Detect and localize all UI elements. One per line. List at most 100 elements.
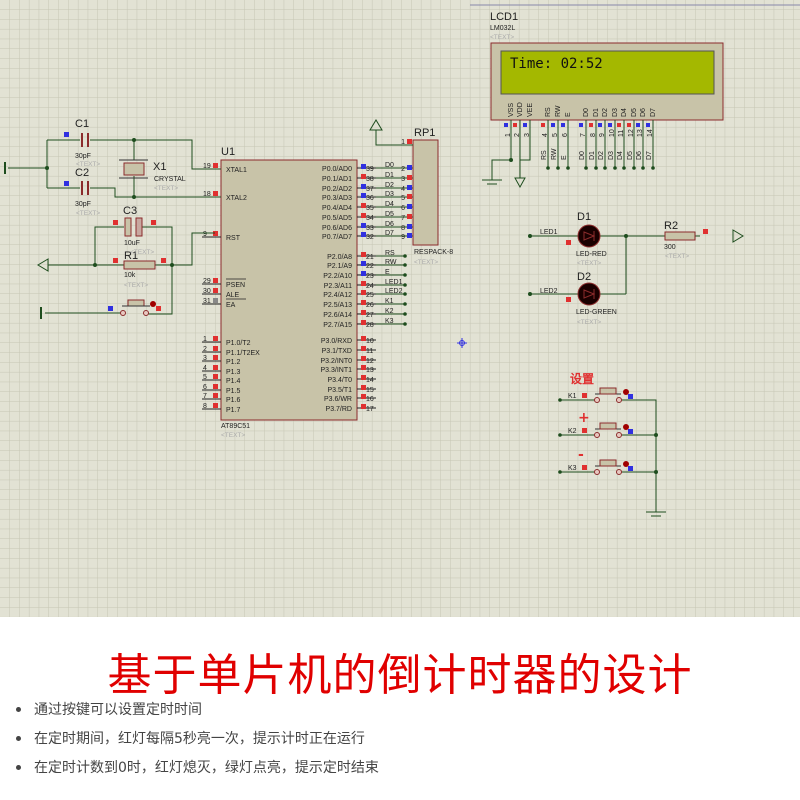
- mcu-pin-number: 29: [203, 278, 211, 285]
- junction-dot: [403, 292, 407, 296]
- pin-state-marker: [407, 204, 412, 209]
- pin-state-marker: [213, 374, 218, 379]
- net-label: K3: [385, 318, 394, 325]
- mcu-pin-number: 1: [203, 336, 207, 343]
- pin-state-marker: [407, 175, 412, 180]
- mcu-pin-name: P2.1/A9: [327, 263, 352, 270]
- bullet-dot-icon: [16, 707, 21, 712]
- net-label: D1: [385, 172, 394, 179]
- lcd-net-label: D5: [627, 151, 634, 160]
- rp1-pin-number: 7: [401, 215, 405, 222]
- slide-title: 基于单片机的倒计时器的设计: [107, 650, 693, 701]
- d2-ref: D2: [577, 271, 591, 283]
- net-label: D4: [385, 201, 394, 208]
- capacitor-c3: [124, 217, 132, 237]
- mcu-pin-number: 25: [366, 292, 374, 299]
- net-label: D0: [385, 162, 394, 169]
- schematic-canvas[interactable]: U1 AT89C51 <TEXT> 19XTAL118XTAL29RST29PS…: [0, 0, 800, 617]
- mcu-pin-number: 12: [366, 358, 374, 365]
- net-label: RW: [385, 259, 397, 266]
- mcu-pin-name: P0.3/AD3: [322, 195, 352, 202]
- lcd-net-label: D0: [579, 151, 586, 160]
- lcd-net-label: D6: [636, 151, 643, 160]
- pin-state-marker: [589, 123, 593, 127]
- mcu-pin-number: 15: [366, 387, 374, 394]
- pin-state-marker: [213, 298, 218, 303]
- key-button-1[interactable]: [599, 387, 617, 395]
- c1-value: 30pF: [75, 153, 91, 160]
- junction-dot: [403, 254, 407, 258]
- power-terminal-icon: [514, 177, 526, 189]
- mcu-pin-name: P1.7: [226, 407, 241, 414]
- x1-ref: X1: [153, 161, 166, 173]
- junction-dot: [584, 166, 588, 170]
- lcd-ref: LCD1: [490, 11, 518, 23]
- pin-state-marker: [579, 123, 583, 127]
- lcd-pin-number: 14: [647, 129, 654, 137]
- mcu-u1[interactable]: U1 AT89C51 <TEXT> 19XTAL118XTAL29RST29PS…: [202, 146, 413, 439]
- crystal-x1: [123, 162, 145, 176]
- pin-state-marker: [361, 271, 366, 276]
- key-button-3[interactable]: [599, 459, 617, 467]
- pin-state-marker: [213, 384, 218, 389]
- pin-state-marker: [361, 290, 366, 295]
- mcu-pin-number: 22: [366, 263, 374, 270]
- rp1-pin-number: 1: [401, 139, 405, 146]
- led-red-d1: [577, 224, 601, 248]
- d1-ref: D1: [577, 211, 591, 223]
- pin-state-marker: [361, 394, 366, 399]
- mcu-pin-number: 9: [203, 231, 207, 238]
- d1-text: <TEXT>: [577, 260, 601, 267]
- net-label: D2: [385, 182, 394, 189]
- mcu-pin-number: 19: [203, 163, 211, 170]
- lcd-net-label: E: [561, 155, 568, 160]
- pin-state-marker: [561, 123, 565, 127]
- mcu-pin-name: ALE: [226, 292, 240, 299]
- bullet-dot-icon: [16, 765, 21, 770]
- resistor-r1: [123, 260, 156, 270]
- reset-button: [127, 299, 145, 307]
- lcd-pin-number: 8: [590, 133, 597, 137]
- mcu-pin-number: 24: [366, 283, 374, 290]
- junction-dot: [403, 263, 407, 267]
- lcd-pin-number: 1: [505, 133, 512, 137]
- mcu-pin-name: P3.0/RXD: [321, 338, 352, 345]
- pin-state-marker: [636, 123, 640, 127]
- pin-state-marker: [213, 365, 218, 370]
- button-contact: [594, 469, 600, 475]
- bullet-text: 在定时计数到0时，红灯熄灭，绿灯点亮，提示定时结束: [34, 760, 379, 776]
- mcu-pin-name: P3.7/RD: [326, 406, 352, 413]
- pin-state-marker: [361, 164, 366, 169]
- mcu-pin-number: 18: [203, 191, 211, 198]
- mcu-body[interactable]: [220, 159, 358, 421]
- pin-state-marker: [617, 123, 621, 127]
- lcd-pin-name: D4: [621, 108, 628, 117]
- c3-value: 10uF: [124, 240, 140, 247]
- mcu-pin-name: P0.6/AD6: [322, 225, 352, 232]
- pin-state-marker: [213, 231, 218, 236]
- mcu-pin-number: 17: [366, 406, 374, 413]
- mcu-pin-name: P1.3: [226, 369, 241, 376]
- pin-state-marker: [628, 466, 633, 471]
- lcd-lm032l[interactable]: LCD1 LM032L <TEXT> Time: 02:52 VSS1VDD2V…: [482, 11, 724, 189]
- mcu-pin-number: 23: [366, 273, 374, 280]
- bullet-item: 在定时计数到0时，红灯熄灭，绿灯点亮，提示定时结束: [16, 757, 379, 786]
- resistor-r2: [664, 231, 696, 241]
- mcu-pin-number: 27: [366, 312, 374, 319]
- key-button-2[interactable]: [599, 422, 617, 430]
- button-net-label: K2: [568, 428, 577, 435]
- lcd-pin-number: 5: [552, 133, 559, 137]
- mcu-pin-name: P3.4/T0: [327, 377, 352, 384]
- lcd-net-label: RS: [541, 150, 548, 160]
- rp1-body[interactable]: [412, 139, 439, 246]
- pin-state-marker: [646, 123, 650, 127]
- net-label: K1: [385, 298, 394, 305]
- button-caption: -: [578, 447, 584, 463]
- pin-state-marker: [361, 261, 366, 266]
- mcu-text: <TEXT>: [221, 432, 245, 439]
- button-state-icon: [623, 424, 629, 430]
- lcd-pin-name: VEE: [527, 103, 534, 117]
- pin-state-marker: [213, 191, 218, 196]
- pin-state-marker: [361, 336, 366, 341]
